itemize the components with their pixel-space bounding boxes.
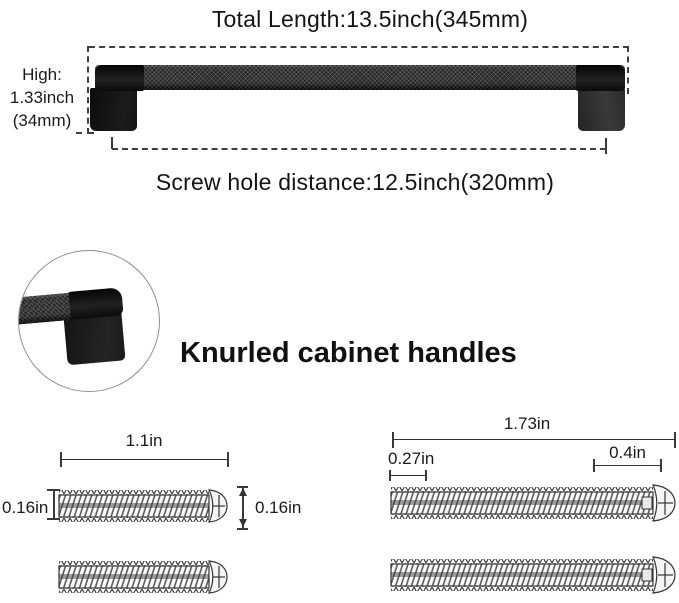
screw-hole-distance-label: Screw hole distance:12.5inch(320mm) — [155, 169, 555, 195]
right-screw-thread-label: 0.27in — [388, 449, 435, 468]
dim-cap — [237, 528, 248, 530]
height-label: High: 1.33inch (34mm) — [9, 65, 75, 130]
dim-cap — [47, 518, 60, 520]
long-screw-graphic — [390, 484, 676, 522]
handle-right-cap — [576, 64, 625, 91]
total-length-outline-top — [89, 46, 629, 48]
dim-tick — [425, 470, 427, 481]
left-screw-length-line — [60, 459, 228, 460]
dim-tick — [242, 486, 244, 529]
dim-tick — [660, 459, 662, 472]
short-screw-graphic — [58, 489, 228, 523]
right-screw-head-line — [593, 465, 661, 466]
screw-hole-tick-right — [605, 138, 607, 154]
left-screw-diameter-label-left: 0.16in — [2, 498, 49, 517]
left-screw-diameter-label-right: 0.16in — [255, 498, 302, 517]
total-length-outline-left — [87, 46, 89, 134]
screw-hole-distance-line — [112, 148, 606, 150]
product-heading: Knurled cabinet handles — [180, 337, 517, 369]
handle-left-foot — [90, 88, 137, 131]
total-length-outline-corner — [76, 132, 94, 134]
dim-tick — [392, 432, 394, 448]
handle-knurled-bar — [95, 65, 625, 90]
handle-detail-magnifier-circle — [18, 250, 160, 392]
right-screw-length-line — [392, 439, 675, 440]
detail-cap — [68, 287, 124, 320]
right-screw-head-section-label: 0.4in — [609, 443, 646, 462]
handle-right-foot — [578, 88, 625, 131]
total-length-outline-right — [627, 46, 629, 94]
total-length-label: Total Length:13.5inch(345mm) — [211, 6, 529, 32]
dim-tick — [53, 489, 55, 519]
handle-left-cap — [95, 64, 144, 91]
screw-hole-tick-left — [111, 137, 113, 149]
long-screw-graphic — [390, 556, 676, 594]
right-screw-length-label: 1.73in — [503, 414, 551, 433]
handle-detail-graphic — [19, 251, 159, 391]
right-screw-thread-line — [389, 475, 426, 476]
arrow-up-icon — [239, 488, 247, 496]
arrow-down-icon — [239, 519, 247, 527]
dim-tick — [227, 452, 229, 467]
short-screw-graphic — [58, 560, 228, 594]
left-screw-length-label: 1.1in — [125, 431, 163, 450]
dim-tick — [674, 432, 676, 448]
